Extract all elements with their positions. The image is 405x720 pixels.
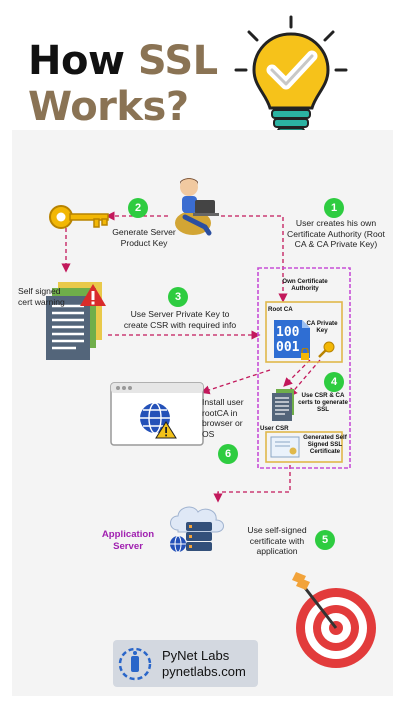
ca-digits-1: 100 xyxy=(276,325,300,340)
server-cloud-icon xyxy=(170,506,224,553)
step-1-text: User creates his own Certificate Authori… xyxy=(287,218,385,249)
user-csr-label: User CSR xyxy=(260,425,289,432)
root-ca-label: Root CA xyxy=(268,306,293,313)
brand-name: PyNet Labs xyxy=(162,648,230,663)
step-5-badge: 5 xyxy=(315,530,335,550)
certificate-icon xyxy=(270,436,300,458)
self-signed-warning-label: Self signed cert warning xyxy=(18,286,65,307)
step-2-badge: 2 xyxy=(128,198,148,218)
page-title: How SSL xyxy=(28,38,218,84)
target-icon xyxy=(292,572,376,668)
ca-key-icon xyxy=(318,341,335,358)
warning-icon xyxy=(80,284,106,306)
title-part-how: How xyxy=(28,38,138,84)
ca-digits-2: 001 xyxy=(276,340,300,355)
step-6-text: Install user rootCA in browser or OS xyxy=(202,397,244,439)
user-csr-icon xyxy=(272,389,294,421)
ca-key-label: CA Private Key xyxy=(306,320,338,335)
brand-url: pynetlabs.com xyxy=(162,664,246,679)
step-4-badge: 4 xyxy=(324,372,344,392)
step-5-text: Use self-signed certificate with applica… xyxy=(247,525,307,556)
application-server-label: Application Server xyxy=(101,529,155,552)
browser-globe-icon xyxy=(110,382,204,446)
step-2-text: Generate Server Product Key xyxy=(112,227,176,248)
step-3-badge: 3 xyxy=(168,287,188,307)
root-ca-icon xyxy=(274,320,310,358)
person-laptop-icon xyxy=(175,178,219,236)
step-1-badge: 1 xyxy=(324,198,344,218)
lightbulb-check-icon xyxy=(234,15,348,136)
own-ca-label: Own Certificate Authority xyxy=(282,278,328,293)
title-part-ssl: SSL xyxy=(137,38,218,84)
key-icon xyxy=(49,205,109,229)
step-3-text: Use Server Private Key to create CSR wit… xyxy=(123,309,237,330)
pynet-logo-icon xyxy=(118,647,152,681)
step-6-badge: 6 xyxy=(218,444,238,464)
page-title-line2: Works? xyxy=(28,84,189,130)
lock-icon xyxy=(301,348,309,360)
generated-cert-label: Generated Self Signed SSL Certificate xyxy=(303,434,347,456)
step-4-text: Use CSR & CA certs to generate SSL xyxy=(298,392,348,414)
